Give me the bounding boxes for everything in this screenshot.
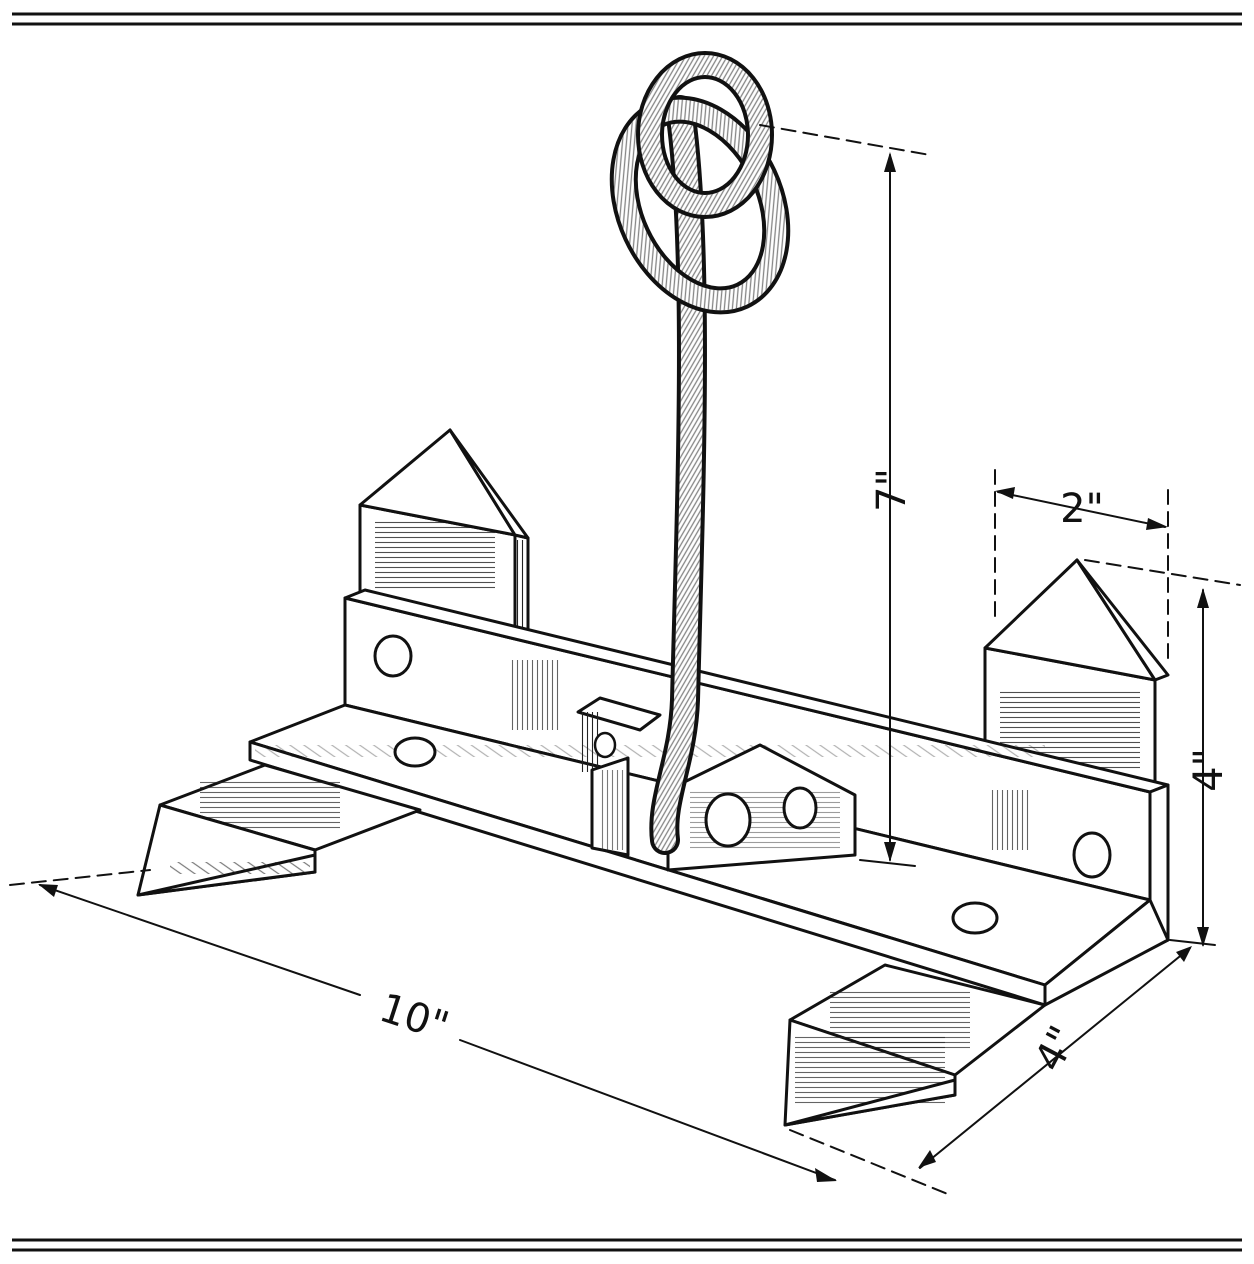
depth-dimension-label: 4" [1026,1019,1087,1079]
dimension-lines [9,124,1241,1196]
height-dimension-label: 7" [869,468,915,512]
bottom-rule [12,1238,1242,1252]
hook-bracket [576,696,857,872]
spike-height-dimension-label: 4" [1186,748,1232,792]
front-left-spike [136,763,422,897]
length-dimension-label: 10" [374,985,454,1050]
rope-and-ring [609,51,791,855]
top-rule [12,12,1242,26]
spike-width-dimension-label: 2" [1060,486,1104,532]
front-right-spike [783,963,1047,1127]
